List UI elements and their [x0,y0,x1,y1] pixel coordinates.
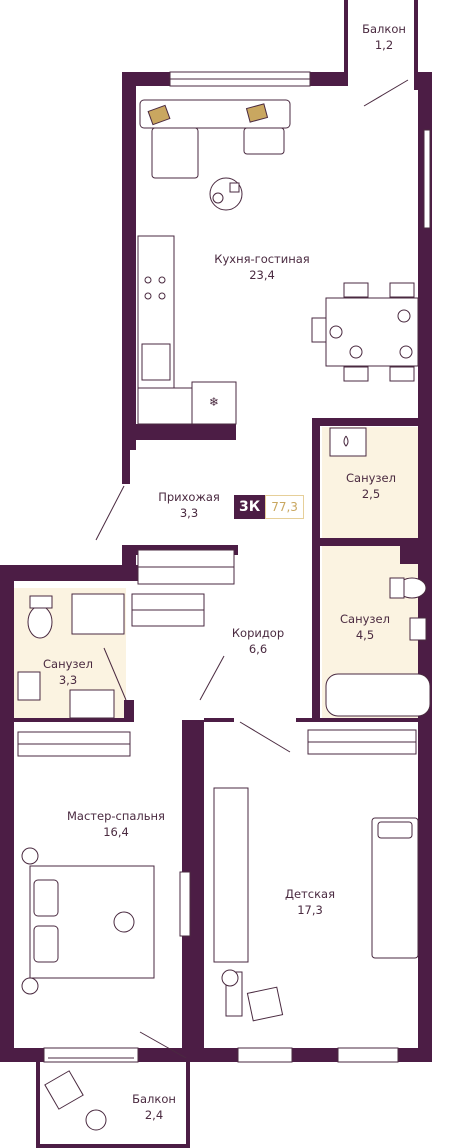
walls [0,0,432,1148]
apartment-type: 3К [234,495,266,519]
room-label-hall: Прихожая 3,3 [158,489,220,521]
room-area: 16,4 [103,825,129,839]
room-label-kids-room: Детская 17,3 [285,886,335,918]
svg-text:❄: ❄ [209,395,219,409]
room-area: 17,3 [297,903,323,917]
room-name: Санузел [346,471,396,485]
room-label-bath-3: Санузел 3,3 [43,656,93,688]
room-name: Балкон [362,22,406,36]
room-name: Санузел [43,657,93,671]
room-area: 3,3 [179,506,199,520]
room-area: 1,2 [374,38,394,52]
living-furniture: ❄ [137,99,431,425]
room-name: Балкон [132,1092,176,1106]
room-label-bath-2: Санузел 4,5 [340,611,390,643]
room-area: 6,6 [248,642,268,656]
room-area: 2,4 [144,1108,164,1122]
room-area: 4,5 [355,628,375,642]
balcony-furniture [44,1070,107,1131]
room-label-bath-1: Санузел 2,5 [346,470,396,502]
apartment-badge: 3К 77,3 [234,495,304,519]
wardrobes [17,549,417,757]
room-name: Детская [285,887,335,901]
windows [43,71,399,1063]
room-name: Коридор [231,626,285,640]
room-label-master-bedroom: Мастер-спальня 16,4 [67,808,165,840]
apartment-area: 77,3 [265,495,304,519]
door-swings [95,79,409,1059]
bedroom-furniture [21,787,419,1022]
room-name: Мастер-спальня [67,809,165,823]
room-area: 23,4 [249,268,275,282]
room-name: Кухня-гостиная [214,252,310,266]
room-name: Санузел [340,612,390,626]
room-label-balcony-top: Балкон 1,2 [362,21,406,53]
room-label-kitchen-living: Кухня-гостиная 23,4 [214,251,309,283]
room-area: 3,3 [58,673,78,687]
room-label-balcony-bottom: Балкон 2,4 [132,1091,176,1123]
room-area: 2,5 [361,487,381,501]
room-label-corridor: Коридор 6,6 [232,625,284,657]
bath-fixtures [17,427,431,719]
room-name: Прихожая [158,490,220,504]
